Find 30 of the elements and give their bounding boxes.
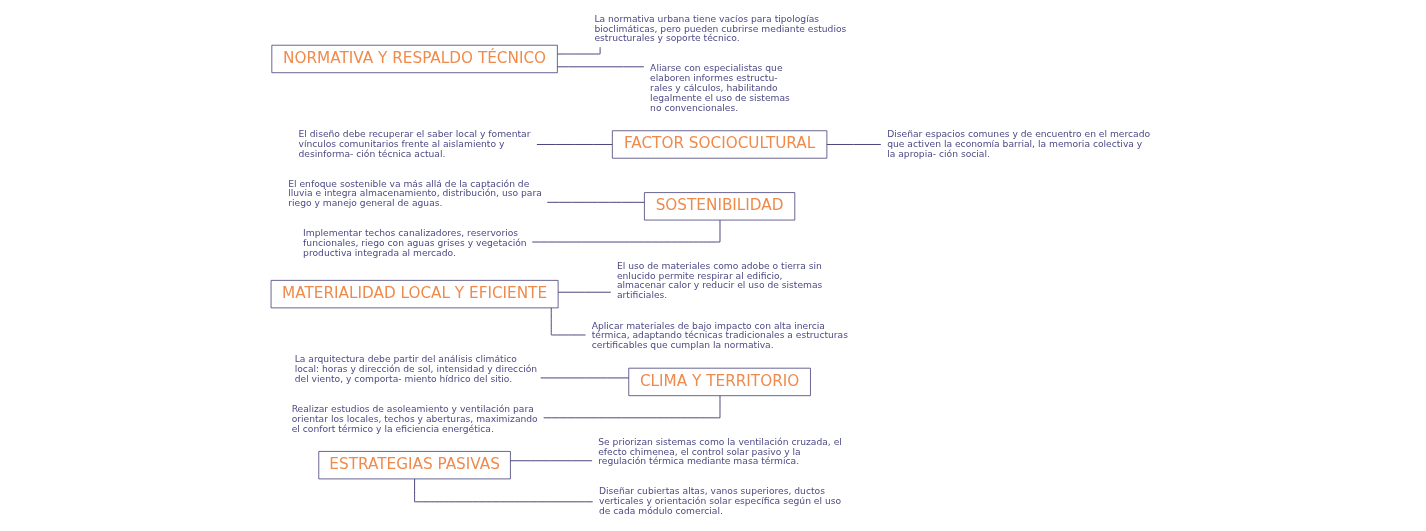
node-box: MATERIALIDAD LOCAL Y EFICIENTE	[270, 280, 558, 309]
node-text: El enfoque sostenible va más allá de la captación de lluvia e integra almacenamiento, distribución, uso para riego y manejo general de aguas.	[287, 177, 542, 209]
node-box: CLIMA Y TERRITORIO	[627, 367, 811, 397]
connector	[556, 66, 644, 68]
connector	[556, 46, 601, 55]
node-text: La normativa urbana tiene vacíos para tipologías bioclimáticas, pero pueden cubrirse mediante estudios estructurales y soporte técnico.	[593, 12, 846, 44]
node-text: Aliarse con especialistas que elaboren informes estructu- rales y cálculos, habilitando legalmente el uso de sistemas no convencionales.	[649, 62, 790, 113]
node-box: ESTRATEGIAS PASIVAS	[317, 451, 511, 480]
node-text: El diseño debe recuperar el saber local y fomentar vínculos comunitarios frente al aislamiento y desinforma- ción técnica actual.	[298, 127, 531, 159]
connector	[546, 201, 645, 203]
node-text: Diseñar espacios comunes y de encuentro en el mercado que activen la economía barrial, la memoria colectiva y la apropia- ción social.	[886, 127, 1150, 159]
connector	[539, 377, 629, 379]
connector	[413, 478, 593, 503]
connector	[531, 219, 720, 243]
node-text: El uso de materiales como adobe o tierra sin enlucido permite respirar al edificio, almacenar calor y reducir el uso de sistemas artificiales.	[616, 259, 822, 301]
connector	[557, 291, 611, 293]
node-text: Aplicar materiales de bajo impacto con alta inercia térmica, adaptando técnicas tradicionales a estructuras certificables que cumplan la normativa.	[591, 319, 848, 351]
connector	[542, 395, 720, 419]
connector	[535, 144, 613, 145]
node-text: Realizar estudios de asoleamiento y ventilación para orientar los locales, techos y aberturas, maximizando el confort térmico y la eficiencia energética.	[291, 402, 538, 434]
node-text: Diseñar cubiertas altas, vanos superiores, ductos verticales y orientación solar específica según el uso de cada módulo comercial.	[598, 485, 841, 517]
connector	[550, 307, 586, 336]
node-box: NORMATIVA Y RESPALDO TÉCNICO	[270, 44, 558, 74]
connector	[825, 144, 881, 145]
connector	[509, 460, 592, 462]
node-box: SOSTENIBILIDAD	[643, 192, 795, 221]
node-text: La arquitectura debe partir del análisis climático local: horas y dirección de sol, intensidad y dirección del viento, y comporta- miento hídrico del sitio.	[294, 353, 537, 385]
node-text: Se priorizan sistemas como la ventilación cruzada, el efecto chimenea, el control solar pasivo y la regulación térmica mediante masa térmica.	[597, 435, 842, 467]
node-text: Implementar techos canalizadores, reservorios funcionales, riego con aguas grises y vegetación productiva integrada al mercado.	[302, 227, 527, 259]
node-box: FACTOR SOCIOCULTURAL	[611, 130, 827, 159]
